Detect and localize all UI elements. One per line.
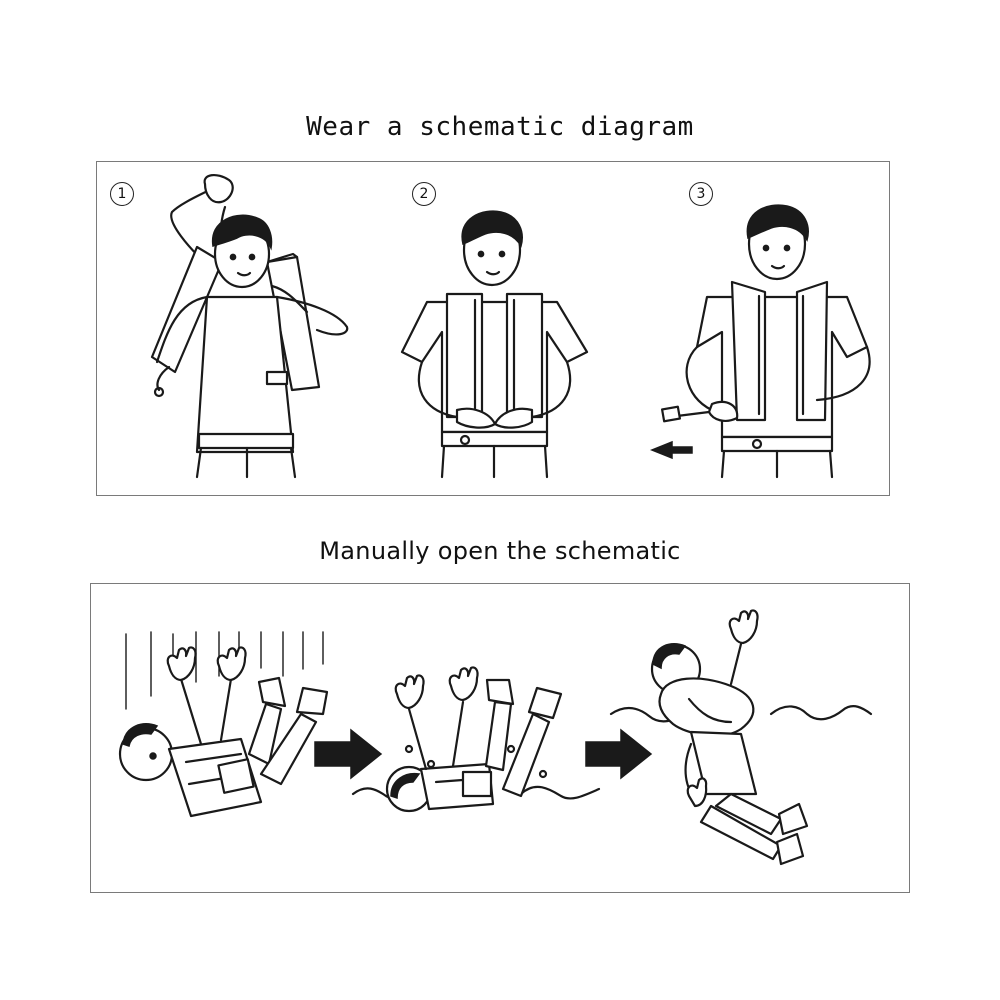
pull-arrow-icon xyxy=(649,440,693,460)
vest-left-panel xyxy=(150,245,224,374)
step-number-1: 1 xyxy=(110,182,134,206)
arrow-right-icon-1 xyxy=(314,728,383,780)
manual-open-panel xyxy=(90,583,910,893)
raised-fist xyxy=(203,174,234,204)
figure-step-2 xyxy=(400,210,589,479)
scene-floating xyxy=(609,609,873,866)
left-hand-up xyxy=(166,646,197,682)
wear-steps-panel: 1 2 3 xyxy=(96,161,890,496)
manual-open-title: Manually open the schematic xyxy=(319,537,681,565)
hair xyxy=(212,214,273,251)
wear-illustration xyxy=(150,174,871,479)
figure-step-3 xyxy=(649,204,871,479)
figure-step-1 xyxy=(150,174,349,479)
step-number-3: 3 xyxy=(689,182,713,206)
inflated-vest xyxy=(658,677,755,737)
right-hand-up xyxy=(216,646,247,682)
vest-left xyxy=(445,292,484,419)
scene-entering-water xyxy=(351,666,653,813)
arrow-right-icon-2 xyxy=(585,728,653,780)
vest-right xyxy=(505,292,544,419)
scene-falling xyxy=(118,631,383,818)
step-number-2: 2 xyxy=(412,182,436,206)
torso xyxy=(195,295,295,454)
manual-open-illustration xyxy=(118,609,873,866)
wear-diagram-title: Wear a schematic diagram xyxy=(306,112,694,142)
